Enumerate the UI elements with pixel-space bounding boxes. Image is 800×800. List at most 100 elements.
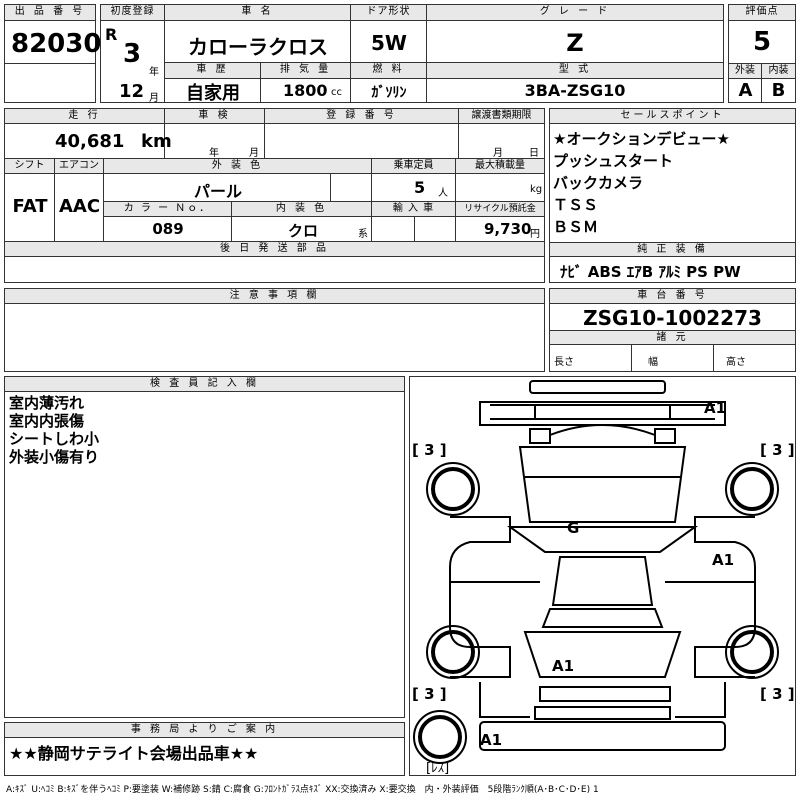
reg-month-unit: 月 (149, 93, 159, 104)
reg-month: 12 (119, 81, 145, 102)
sales-list: ★オークションデビュー★ プッシュスタート バックカメラ ＴＳＳ ＢＳＭ (553, 128, 730, 238)
sales-item: ＴＳＳ (553, 196, 599, 214)
ext-cell: A (729, 79, 762, 102)
inspector-note: 外装小傷有り (9, 448, 100, 466)
tire-rear-left: [ 3 ] (412, 685, 447, 703)
score-label: 評価点 (729, 5, 795, 21)
transfer-day-unit: 日 (529, 148, 539, 159)
model-code: 3BA-ZSG10 (524, 81, 626, 100)
equipment-label: 純 正 装 備 (550, 242, 795, 257)
shift-label: シフト (5, 159, 55, 174)
length-label: 長さ (554, 357, 574, 368)
car-diagram-box: A1 A1 G A1 A1 [ 3 ] [ 3 ] [ 3 ] [ 3 ] [ﾚ… (409, 376, 796, 776)
history-cell: 自家用 (165, 79, 261, 104)
divider (330, 174, 331, 201)
model-label: 型 式 (427, 63, 723, 79)
car-name: カローラクロス (188, 35, 328, 59)
transfer-label: 譲渡書類期限 (459, 109, 544, 124)
chassis-number: ZSG10-1002273 (583, 306, 762, 330)
model-cell: 3BA-ZSG10 (427, 79, 723, 102)
details-box: 走 行 車 検 登 録 番 号 譲渡書類期限 40,681 km 年 月 月 日… (4, 108, 545, 283)
color-label: 外 装 色 (104, 159, 372, 174)
disp-cell: 1800 cc (261, 79, 351, 102)
lot-label: 出 品 番 号 (5, 5, 95, 21)
color: パール (194, 182, 243, 201)
damage-mark-windshield: G (567, 519, 580, 537)
shift-cell: FAT (5, 174, 55, 242)
load-label: 最大積載量 (456, 159, 544, 174)
disp-unit: cc (331, 87, 342, 98)
tire-rear-right: [ 3 ] (760, 685, 795, 703)
name-cell: カローラクロス (165, 21, 351, 63)
seats-cell: 5 人 (372, 174, 456, 202)
colorno-cell: 089 (104, 217, 232, 242)
reg-year-unit: 年 (149, 67, 159, 78)
int-grade: B (771, 80, 786, 101)
displacement: 1800 (283, 81, 328, 100)
inspector-box: 検 査 員 記 入 欄 室内薄汚れ 室内内張傷 シートしわ小 外装小傷有り (4, 376, 405, 718)
notes-label: 注 意 事 項 欄 (5, 289, 544, 304)
load-cell: kg (456, 174, 544, 202)
ac-cell: AAC (55, 174, 104, 242)
equipment-list: ﾅﾋﾞ ABS ｴｱB ｱﾙﾐ PS PW (560, 263, 741, 281)
door-label: ドア形状 (351, 5, 427, 21)
seats: 5 (414, 178, 426, 197)
legend: A:ｷｽﾞ U:ﾍｺﾐ B:ｷｽﾞを伴うﾍｺﾐ P:要塗装 W:補修跡 S:錆 … (6, 785, 599, 795)
chassis-box: 車 台 番 号 ZSG10-1002273 諸 元 長さ 幅 高さ (549, 288, 796, 372)
divider (5, 63, 95, 64)
score: 5 (752, 27, 772, 57)
car-diagram (413, 380, 779, 764)
color-cell: パール (104, 174, 372, 202)
chassis-label: 車 台 番 号 (550, 289, 795, 304)
import-label: 輸 入 車 (372, 202, 456, 217)
office-box: 事 務 局 よ り ご 案 内 ★★静岡サテライト会場出品車★★ (4, 722, 405, 776)
reg-cell (101, 21, 165, 102)
lot-box: 出 品 番 号 82030 (4, 4, 101, 103)
tire-front-left: [ 3 ] (412, 441, 447, 459)
width-label: 幅 (648, 357, 658, 368)
inspector-note: 室内内張傷 (9, 412, 85, 430)
reg-year: 3 (123, 39, 142, 69)
inspector-label: 検 査 員 記 入 欄 (5, 377, 404, 392)
ac-label: エアコン (55, 159, 104, 174)
divider (414, 217, 415, 241)
sales-item: ＢＳＭ (553, 218, 599, 236)
insp-year-unit: 年 (209, 148, 219, 159)
spare-tire-note: [ﾚｽ] (426, 761, 450, 776)
fuel-cell: ｶﾞｿﾘﾝ (351, 79, 427, 102)
inspector-note: 室内薄汚れ (9, 394, 85, 412)
sales-label: セールスポイント (550, 109, 795, 124)
regno-label: 登 録 番 号 (265, 109, 459, 124)
reg-era: R (105, 25, 118, 44)
color-number: 089 (152, 220, 184, 238)
seats-label: 乗車定員 (372, 159, 456, 174)
intcolor-unit: 系 (358, 229, 368, 240)
intcolor-cell: クロ 系 (232, 217, 372, 242)
shift: FAT (12, 196, 48, 217)
fuel-label: 燃 料 (351, 63, 427, 79)
score-box: 評価点 5 外装 内装 A B (728, 4, 796, 103)
mileage: 40,681 (55, 131, 125, 152)
grade-label: グ レ ー ド (427, 5, 723, 21)
name-label: 車 名 (165, 5, 351, 21)
damage-mark-rear-bumper: A1 (480, 731, 503, 749)
transfer-cell: 月 日 (459, 124, 544, 159)
door-type: 5W (371, 31, 407, 55)
lot-number: 82030 (11, 29, 102, 59)
height-label: 高さ (726, 357, 746, 368)
grade: Z (566, 29, 584, 57)
interior-color: クロ (288, 222, 319, 240)
spec-label: 諸 元 (550, 330, 795, 345)
transfer-month-unit: 月 (493, 148, 503, 159)
office-label: 事 務 局 よ り ご 案 内 (5, 723, 404, 738)
regno-cell (265, 124, 459, 159)
history: 自家用 (186, 83, 240, 104)
inspection-label: 車 検 (165, 109, 265, 124)
insp-month-unit: 月 (249, 148, 259, 159)
notes-box: 注 意 事 項 欄 (4, 288, 545, 372)
ext-label: 外装 (729, 63, 762, 79)
sales-box: セールスポイント ★オークションデビュー★ プッシュスタート バックカメラ ＴＳ… (549, 108, 796, 283)
seats-unit: 人 (438, 188, 448, 199)
vehicle-info-box: 初度登録 車 名 ドア形状 グ レ ー ド R 3 年 12 月 カローラクロス… (100, 4, 724, 104)
length-cell: 長さ (550, 345, 632, 371)
